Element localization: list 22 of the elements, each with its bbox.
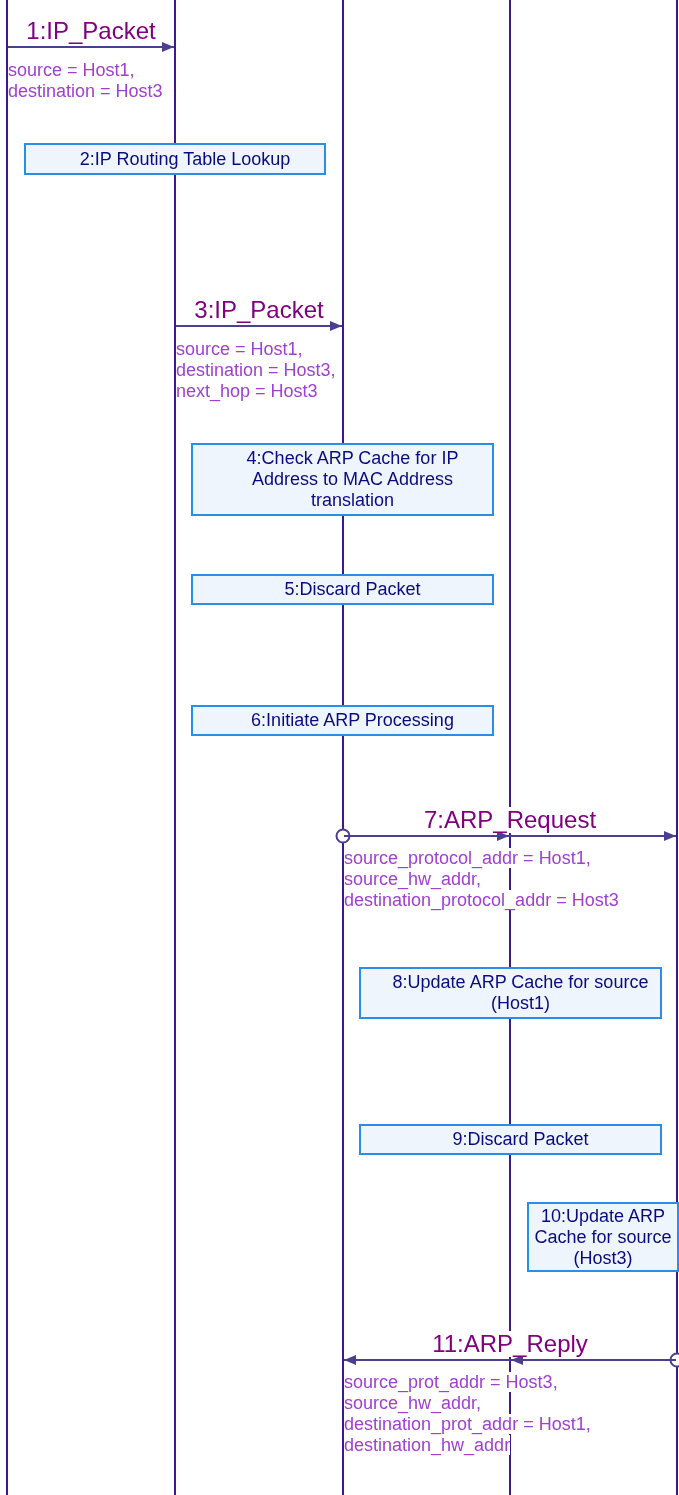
activity-box: 10:Update ARP Cache for source (Host3) [527, 1202, 679, 1272]
activity-box: 9:Discard Packet [359, 1124, 662, 1155]
lifeline-bar [6, 0, 8, 1495]
lifeline-bar [676, 0, 678, 1495]
message-arrow [343, 1352, 679, 1368]
message-arrow [335, 828, 677, 844]
message-parameters: source = Host1, destination = Host3, next_hop = Host3 [176, 339, 337, 402]
activity-box: 6:Initiate ARP Processing [191, 705, 494, 736]
message-arrow [510, 1355, 677, 1365]
activity-box: 4:Check ARP Cache for IP Address to MAC Address translation [191, 443, 494, 516]
message-arrow [175, 321, 343, 331]
message-parameters: source_prot_addr = Host3, source_hw_addr, destination_prot_addr = Host1, destination_hw_addr [344, 1372, 592, 1456]
message-parameters: source_protocol_addr = Host1, source_hw_addr, destination_protocol_addr = Host3 [344, 848, 620, 911]
message-label: 7:ARP_Request [423, 807, 597, 833]
activity-box: 5:Discard Packet [191, 574, 494, 605]
activity-box: 2:IP Routing Table Lookup [24, 143, 326, 175]
lifeline-bar [174, 0, 176, 1495]
message-arrow [343, 831, 510, 841]
activity-box: 8:Update ARP Cache for source (Host1) [359, 967, 662, 1019]
message-arrow [7, 42, 175, 52]
lifeline-bar [342, 0, 344, 1495]
message-label: 11:ARP_Reply [432, 1331, 588, 1357]
